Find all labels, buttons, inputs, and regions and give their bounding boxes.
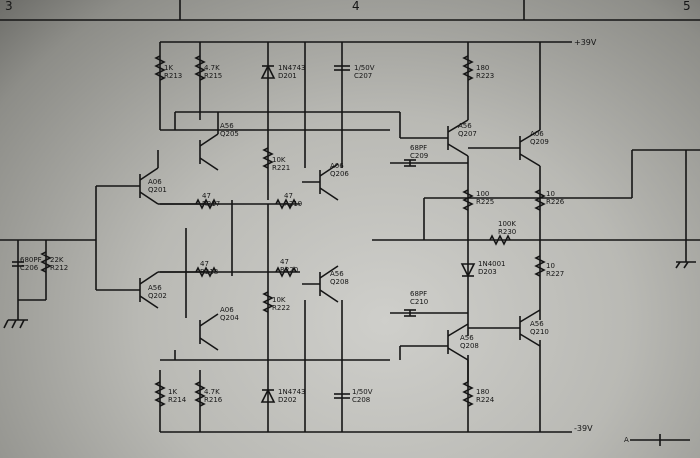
component-label-r217-value: 47 [202, 192, 211, 200]
component-label-r214-value: 1K [168, 388, 177, 396]
component-label-d203-ref: D203 [478, 268, 497, 276]
component-label-c206-value: 680PF [20, 256, 42, 264]
component-label-r230-ref: R230 [498, 228, 516, 236]
component-label-r225-ref: R225 [476, 198, 494, 206]
component-label-r215-ref: R215 [204, 72, 222, 80]
component-label-r223-ref: R223 [476, 72, 494, 80]
component-label-c208-ref: C208 [352, 396, 370, 404]
component-label-q205-value: A56 [220, 122, 234, 130]
component-label-q208b-ref: Q208 [330, 278, 349, 286]
component-label-c210-ref: C210 [410, 298, 428, 306]
zener-d201 [260, 64, 276, 79]
component-label-q201-ref: Q201 [148, 186, 167, 194]
component-label-c207-ref: C207 [354, 72, 372, 80]
component-label-q207-value: A56 [458, 122, 472, 130]
component-label-r227-ref: R227 [546, 270, 564, 278]
component-label-r217-ref: R217 [202, 200, 220, 208]
component-label-q206-value: A06 [330, 162, 344, 170]
resistor-r225 [462, 189, 474, 211]
component-label-q206-ref: Q206 [330, 170, 349, 178]
component-label-r213-value: 1K [164, 64, 173, 72]
component-label-c206-ref: C206 [20, 264, 39, 272]
resistor-r220 [275, 266, 297, 278]
resistor-r224 [462, 381, 474, 407]
component-label-r216-ref: R216 [204, 396, 223, 404]
component-label-q210-value: A56 [530, 320, 544, 328]
component-label-d202-ref: D202 [278, 396, 297, 404]
component-label-c207-value: 1/50V [354, 64, 375, 72]
component-label-r230-value: 100K [498, 220, 516, 228]
component-label-q209-value: A06 [530, 130, 544, 138]
component-label-q210-ref: Q210 [530, 328, 549, 336]
component-label-r213-ref: R213 [164, 72, 182, 80]
resistor-r214 [154, 381, 166, 407]
component-label-r226-value: 10 [546, 190, 555, 198]
component-label-q201-value: A06 [148, 178, 162, 186]
diode-d203 [460, 263, 476, 278]
resistor-r213 [154, 55, 166, 81]
resistor-r216 [194, 381, 206, 407]
component-label-r222-value: 10K [272, 296, 286, 304]
resistor-r221 [262, 147, 274, 169]
component-label-q208-ref: Q208 [460, 342, 479, 350]
component-label-d202-value: 1N4743 [278, 388, 306, 396]
resistor-r219 [275, 198, 297, 210]
component-label-r224-value: 180 [476, 388, 489, 396]
rail-label-negative: -39V [574, 424, 593, 433]
component-label-q204-ref: Q204 [220, 314, 239, 322]
component-label-r224-ref: R224 [476, 396, 495, 404]
zone-label: 5 [683, 0, 691, 13]
component-label-c209-value: 68PF [410, 144, 427, 152]
zone-label: 4 [352, 0, 360, 13]
component-label-q209-ref: Q209 [530, 138, 549, 146]
resistor-r223 [462, 55, 474, 81]
component-label-r220-ref: R220 [280, 266, 298, 274]
component-label-q202-value: A56 [148, 284, 162, 292]
component-label-r219-ref: R219 [284, 200, 302, 208]
component-label-r212-value: 22K [50, 256, 64, 264]
component-label-r216-value: 4.7K [204, 388, 220, 396]
component-label-q204-value: A06 [220, 306, 234, 314]
component-label-d201-value: 1N4743 [278, 64, 306, 72]
component-label-r221-ref: R221 [272, 164, 290, 172]
component-label-r220-value: 47 [280, 258, 289, 266]
component-label-r218-ref: R218 [200, 268, 218, 276]
component-label-r226-ref: R226 [546, 198, 565, 206]
resistor-r212 [40, 251, 52, 273]
resistor-r215 [194, 55, 206, 81]
component-label-r221-value: 10K [272, 156, 286, 164]
component-label-r218-value: 47 [200, 260, 209, 268]
component-label-c210-value: 68PF [410, 290, 427, 298]
component-label-r215-value: 4.7K [204, 64, 220, 72]
resistor-r217 [195, 198, 217, 210]
component-label-r222-ref: R222 [272, 304, 290, 312]
component-label-q208-value: A56 [460, 334, 474, 342]
component-label-r219-value: 47 [284, 192, 293, 200]
component-label-r212-ref: R212 [50, 264, 68, 272]
resistor-r222 [262, 291, 274, 313]
zone-label: 3 [5, 0, 13, 13]
component-label-r227-value: 10 [546, 262, 555, 270]
component-label-r225-value: 100 [476, 190, 489, 198]
component-label-c209-ref: C209 [410, 152, 428, 160]
component-label-r214-ref: R214 [168, 396, 187, 404]
resistor-r226 [534, 189, 546, 211]
component-label-q205-ref: Q205 [220, 130, 239, 138]
scale-label: A [624, 436, 629, 444]
rail-label-positive: +39V [574, 38, 597, 47]
component-label-r223-value: 180 [476, 64, 489, 72]
component-label-q208b-value: A56 [330, 270, 344, 278]
component-label-c208-value: 1/50V [352, 388, 373, 396]
component-label-d201-ref: D201 [278, 72, 297, 80]
resistor-r218 [195, 266, 217, 278]
resistor-r230 [489, 234, 511, 246]
resistor-r227 [534, 255, 546, 277]
zener-d202 [260, 388, 276, 403]
component-label-q207-ref: Q207 [458, 130, 477, 138]
component-label-d203-value: 1N4001 [478, 260, 506, 268]
component-label-q202-ref: Q202 [148, 292, 167, 300]
